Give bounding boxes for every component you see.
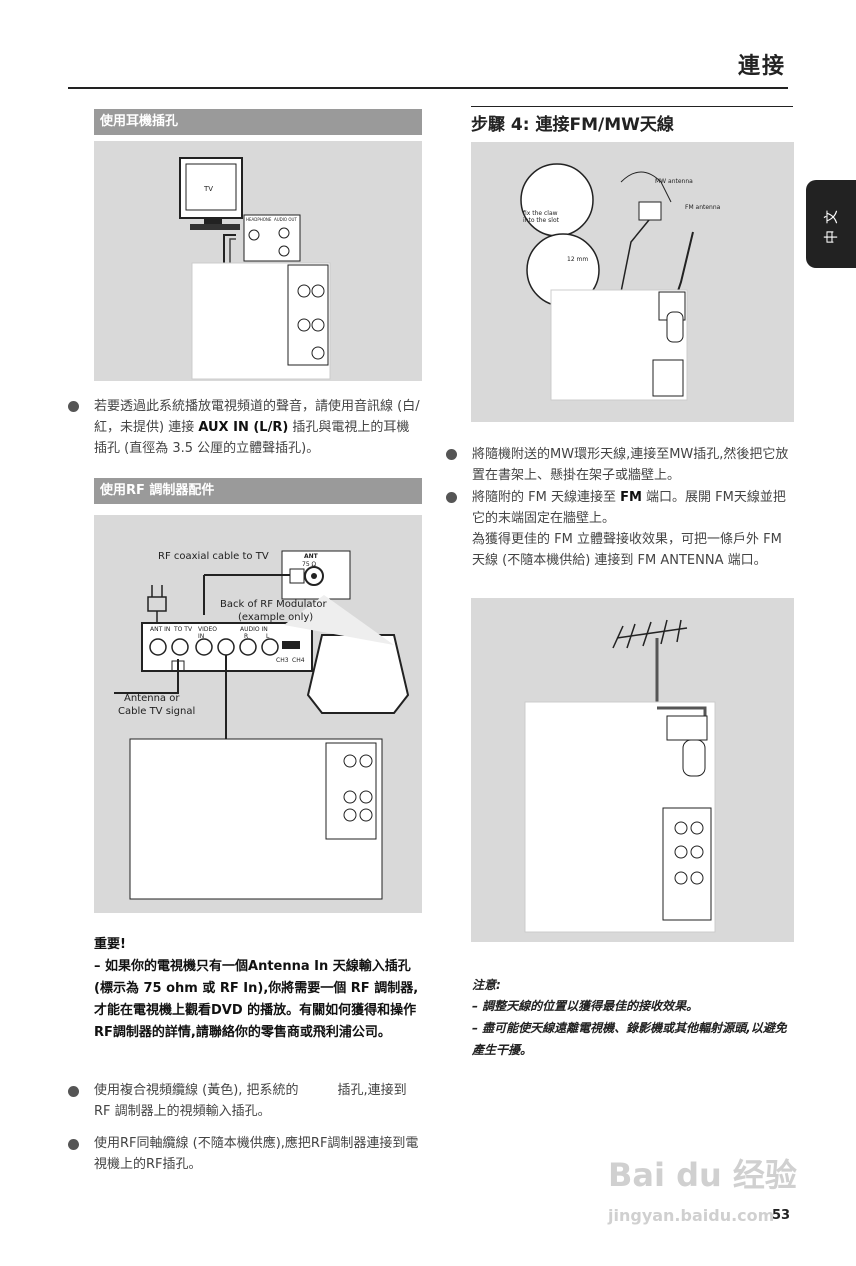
rf-diagram: RF coaxial cable to TV ANT 75 Ω Back of …	[94, 515, 422, 913]
page-number: 53	[772, 1208, 791, 1223]
video-cable-bullet: 使用複合視頻纜線 (黃色), 把系統的 插孔,連接到 RF 調制器上的視頻輸入插…	[94, 1083, 407, 1119]
fm-port-label: FM	[620, 490, 642, 505]
headphone-section-heading: 使用耳機插孔	[94, 109, 422, 135]
fm-bullet: 將隨附的 FM 天線連接至 FM 端口。展開 FM天線並把它的末端固定在牆壁上。	[472, 487, 790, 529]
important-heading: 重要!	[94, 937, 126, 952]
language-tab: 中文	[806, 180, 856, 268]
headphone-label: HEADPHONE	[246, 217, 272, 222]
note-line-2: – 盡可能使天線遠離電視機、錄影機或其他輻射源頭,以避免產生干擾。	[472, 1021, 787, 1057]
antenna-label-2: Cable TV signal	[118, 706, 196, 717]
watermark-logo: Bai du 经验	[608, 1156, 797, 1194]
antenna-label-1: Antenna or	[124, 693, 180, 704]
ch4-label: CH4	[292, 657, 305, 664]
ant-label: ANT	[304, 553, 318, 560]
video-in-label: VIDEO IN	[198, 626, 218, 640]
bullet-icon	[446, 492, 457, 503]
fix-claw-label: fix the claw into the slot	[523, 210, 559, 224]
tv-label: TV	[204, 185, 214, 193]
outdoor-antenna-diagram	[471, 598, 794, 942]
rf-cable-bullet: 使用RF同軸纜線 (不隨本機供應),應把RF調制器連接到電視機上的RF插孔。	[94, 1136, 419, 1172]
outdoor-antenna-drawing	[524, 619, 716, 933]
headphone-bullet-text: 若要透過此系統播放電視頻道的聲音，請使用音訊線 (白/紅，未提供) 連接 AUX…	[94, 396, 420, 459]
bullet-icon	[446, 449, 457, 460]
watermark-url: jingyan.baidu.com	[608, 1206, 775, 1225]
headphone-bullet-part2: 插孔與電視上的耳機插孔 (直徑為 3.5 公厘的立體聲插孔)。	[94, 420, 410, 456]
audio-out-label: AUDIO OUT	[274, 217, 297, 222]
fm-antenna-label: FM antenna	[685, 204, 721, 211]
mw-bullet: 將隨機附送的MW環形天線,連接至MW插孔,然後把它放置在書架上、懸掛在架子或牆壁…	[472, 447, 789, 483]
step-rule	[471, 106, 793, 107]
audio-r-label: R	[244, 633, 249, 640]
language-tab-label: 中文	[824, 204, 840, 244]
bullet-icon	[68, 1086, 79, 1097]
mw-antenna-label: MW antenna	[655, 178, 693, 185]
antenna-diagram-drawing	[520, 163, 694, 401]
rf-cable-label: RF coaxial cable to TV	[158, 551, 269, 562]
headphone-diagram: TV HEADPHONE AUDIO OUT	[94, 141, 422, 381]
headphone-bullet-part1: 若要透過此系統播放電視頻道的聲音，請使用音訊線 (白/紅，未提供) 連接	[94, 399, 420, 435]
header-rule	[68, 87, 788, 89]
important-text: – 如果你的電視機只有一個Antenna In 天線輸入插孔 (標示為 75 o…	[94, 959, 419, 1040]
note-line-1: – 調整天線的位置以獲得最佳的接收效果。	[472, 999, 699, 1013]
aux-in-label: AUX IN (L/R)	[198, 420, 289, 435]
rf-diagram-drawing	[114, 550, 410, 900]
fm-bullet-part2: 端口。展開 FM天線並把它的末端固定在牆壁上。	[472, 490, 786, 526]
fm-extra-text: 為獲得更佳的 FM 立體聲接收效果，可把一條戶外 FM 天線 (不隨本機供給) …	[472, 532, 782, 568]
ant-ohm-label: 75 Ω	[302, 561, 317, 568]
bullet-icon	[68, 1139, 79, 1150]
note-heading: 注意:	[472, 978, 501, 992]
fm-bullet-part1: 將隨附的 FM 天線連接至	[472, 490, 621, 505]
audio-l-label: L	[266, 633, 270, 640]
modulator-label-2: (example only)	[238, 612, 314, 623]
to-tv-label: TO TV	[174, 626, 193, 633]
antenna-diagram: MW antenna FM antenna fix the claw into …	[471, 142, 794, 422]
audio-in-label: AUDIO IN	[240, 626, 268, 633]
ant-in-label: ANT IN	[150, 626, 171, 633]
page-title: 連接	[737, 54, 786, 79]
bullet-icon	[68, 401, 79, 412]
mm-label: 12 mm	[567, 256, 589, 263]
ch3-label: CH3	[276, 657, 289, 664]
modulator-label-1: Back of RF Modulator	[220, 599, 327, 610]
headphone-diagram-drawing	[179, 157, 331, 380]
step-title: 步驟 4: 連接FM/MW天線	[471, 115, 674, 135]
rf-section-heading: 使用RF 調制器配件	[94, 478, 422, 504]
